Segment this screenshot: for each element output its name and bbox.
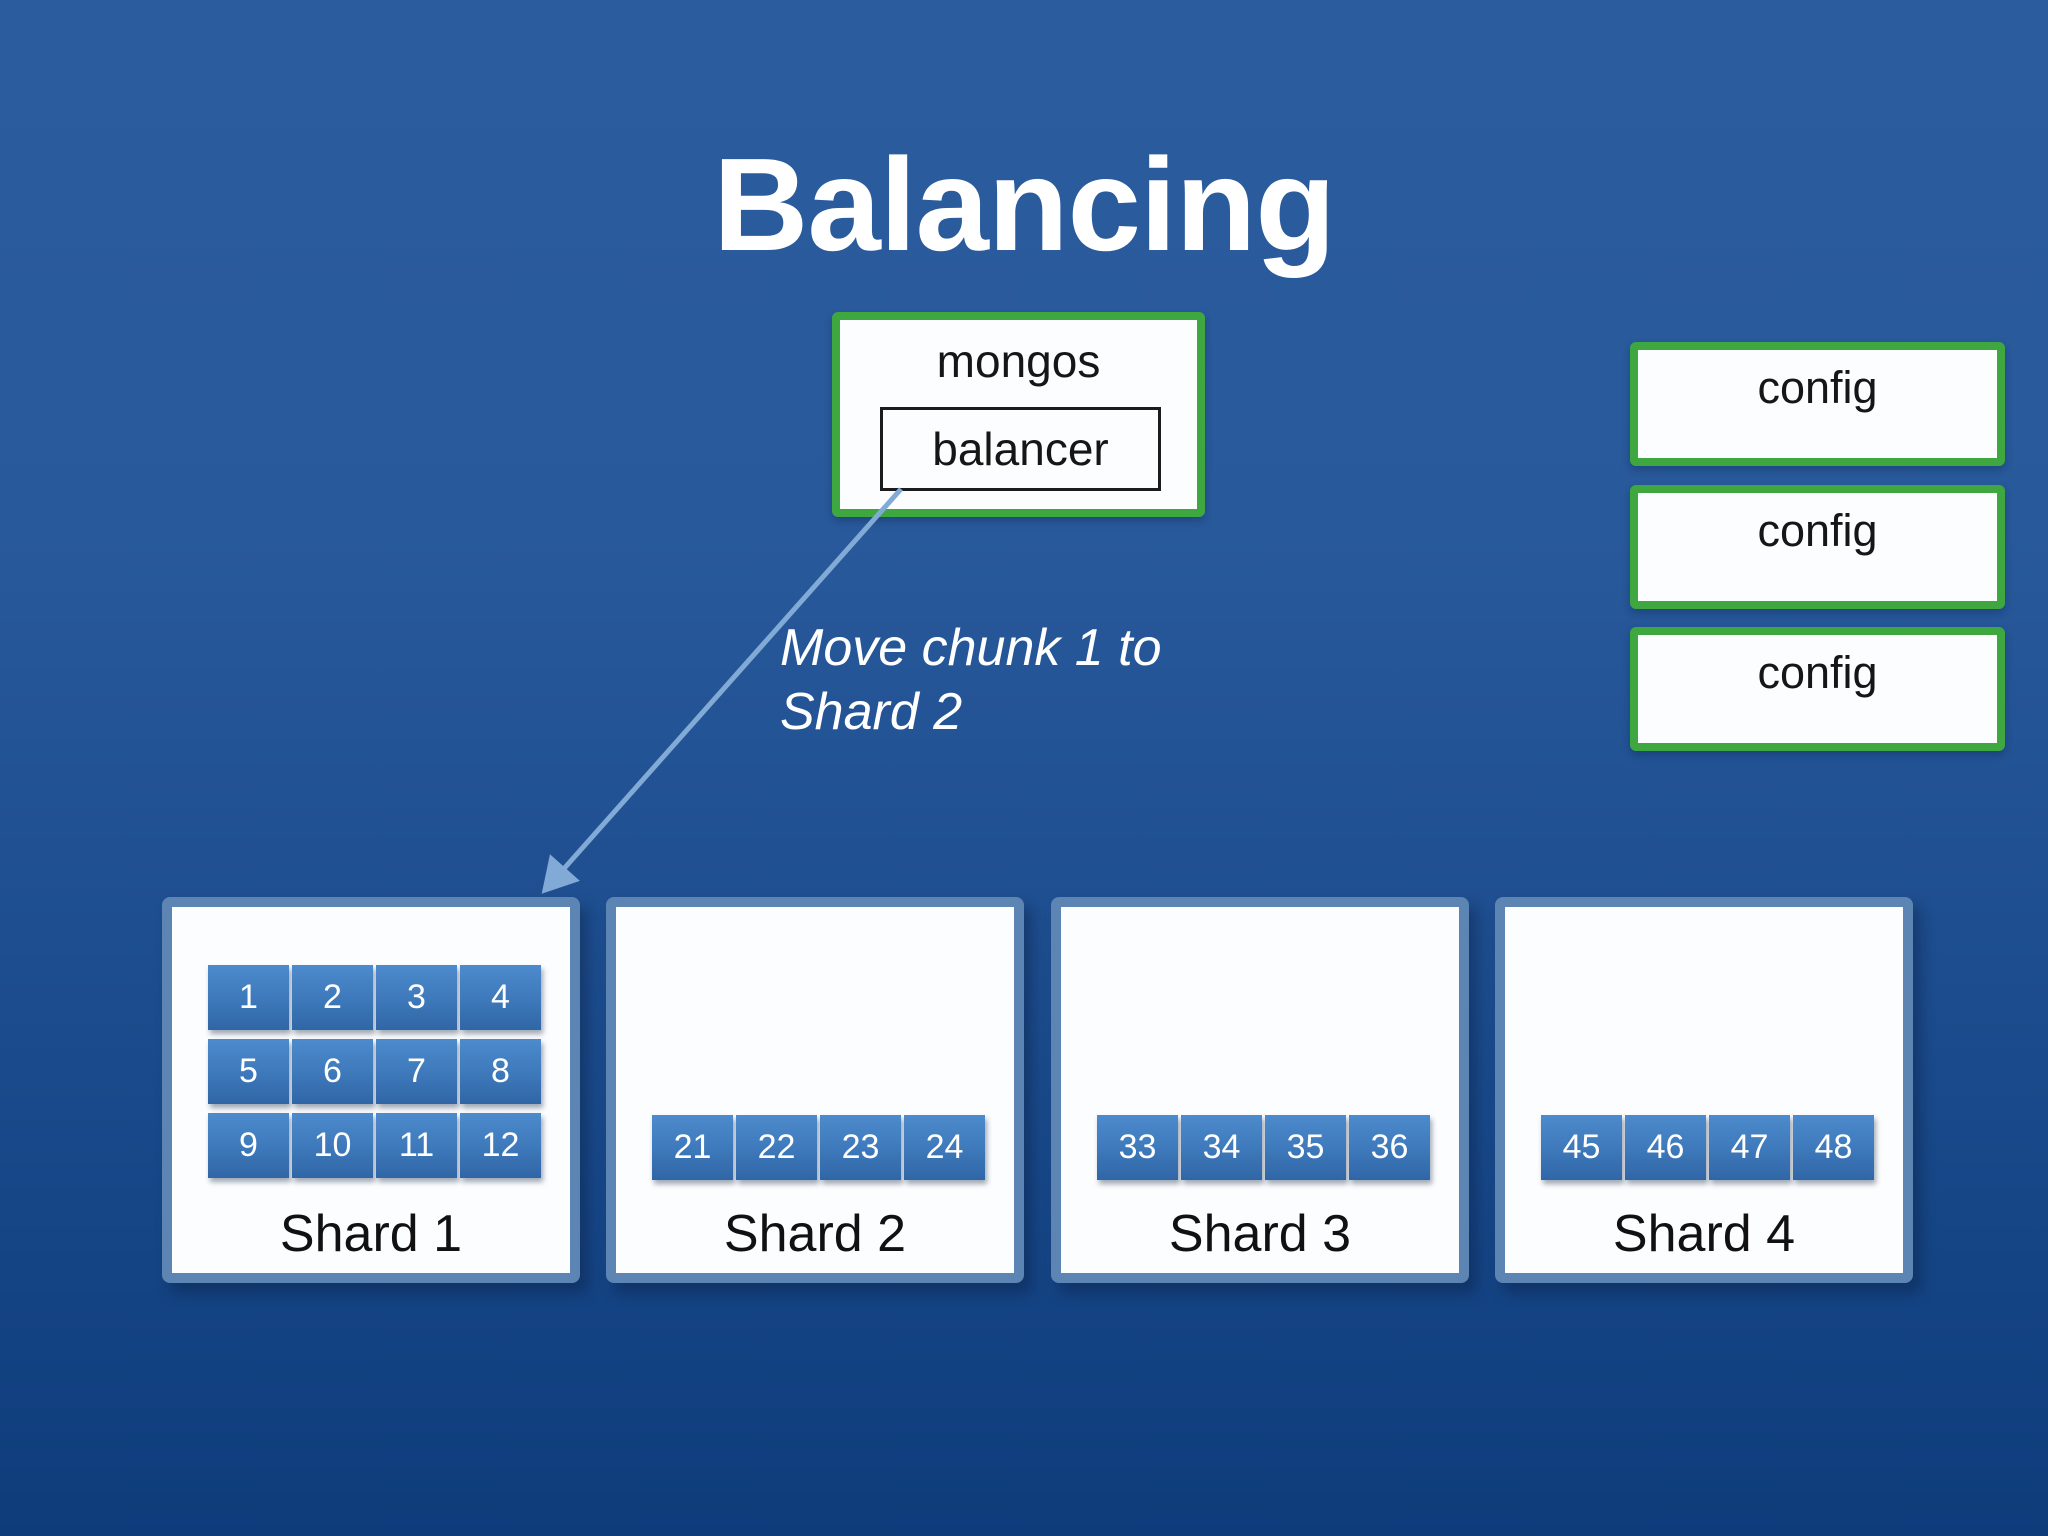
- chunk-2: 2: [292, 965, 373, 1030]
- chunk-45: 45: [1541, 1115, 1622, 1180]
- chunk-6: 6: [292, 1039, 373, 1104]
- config-label: config: [1757, 505, 1878, 556]
- chunk-21: 21: [652, 1115, 733, 1180]
- shard-name: Shard 4: [1612, 1205, 1796, 1264]
- chunk-33: 33: [1097, 1115, 1178, 1180]
- chunk-8: 8: [460, 1039, 541, 1104]
- chunk-5: 5: [208, 1039, 289, 1104]
- config-server-1: config: [1630, 342, 2005, 466]
- config-server-2: config: [1630, 485, 2005, 609]
- chunk-4: 4: [460, 965, 541, 1030]
- chunk-10: 10: [292, 1113, 373, 1178]
- chunk-1: 1: [208, 965, 289, 1030]
- chunk-12: 12: [460, 1113, 541, 1178]
- chunk-35: 35: [1265, 1115, 1346, 1180]
- chunk-46: 46: [1625, 1115, 1706, 1180]
- chunk-3: 3: [376, 965, 457, 1030]
- config-server-3: config: [1630, 627, 2005, 751]
- annotation-line-2: Shard 2: [780, 683, 963, 741]
- slide-title: Balancing: [713, 130, 1336, 278]
- chunk-24: 24: [904, 1115, 985, 1180]
- chunk-9: 9: [208, 1113, 289, 1178]
- chunk-47: 47: [1709, 1115, 1790, 1180]
- chunk-23: 23: [820, 1115, 901, 1180]
- chunk-11: 11: [376, 1113, 457, 1178]
- config-label: config: [1757, 362, 1878, 413]
- chunk-34: 34: [1181, 1115, 1262, 1180]
- move-chunk-annotation: Move chunk 1 to Shard 2: [780, 616, 1162, 744]
- shard-name: Shard 2: [723, 1205, 907, 1264]
- config-label: config: [1757, 647, 1878, 698]
- balancer-box: balancer: [880, 407, 1161, 491]
- mongos-label: mongos: [936, 335, 1101, 387]
- chunk-48: 48: [1793, 1115, 1874, 1180]
- annotation-line-1: Move chunk 1 to: [780, 619, 1162, 677]
- mongos-box: mongos balancer: [832, 312, 1205, 517]
- shard-name: Shard 1: [279, 1205, 463, 1264]
- chunk-7: 7: [376, 1039, 457, 1104]
- shard-name: Shard 3: [1168, 1205, 1352, 1264]
- chunk-22: 22: [736, 1115, 817, 1180]
- chunk-36: 36: [1349, 1115, 1430, 1180]
- balancer-label: balancer: [932, 423, 1109, 475]
